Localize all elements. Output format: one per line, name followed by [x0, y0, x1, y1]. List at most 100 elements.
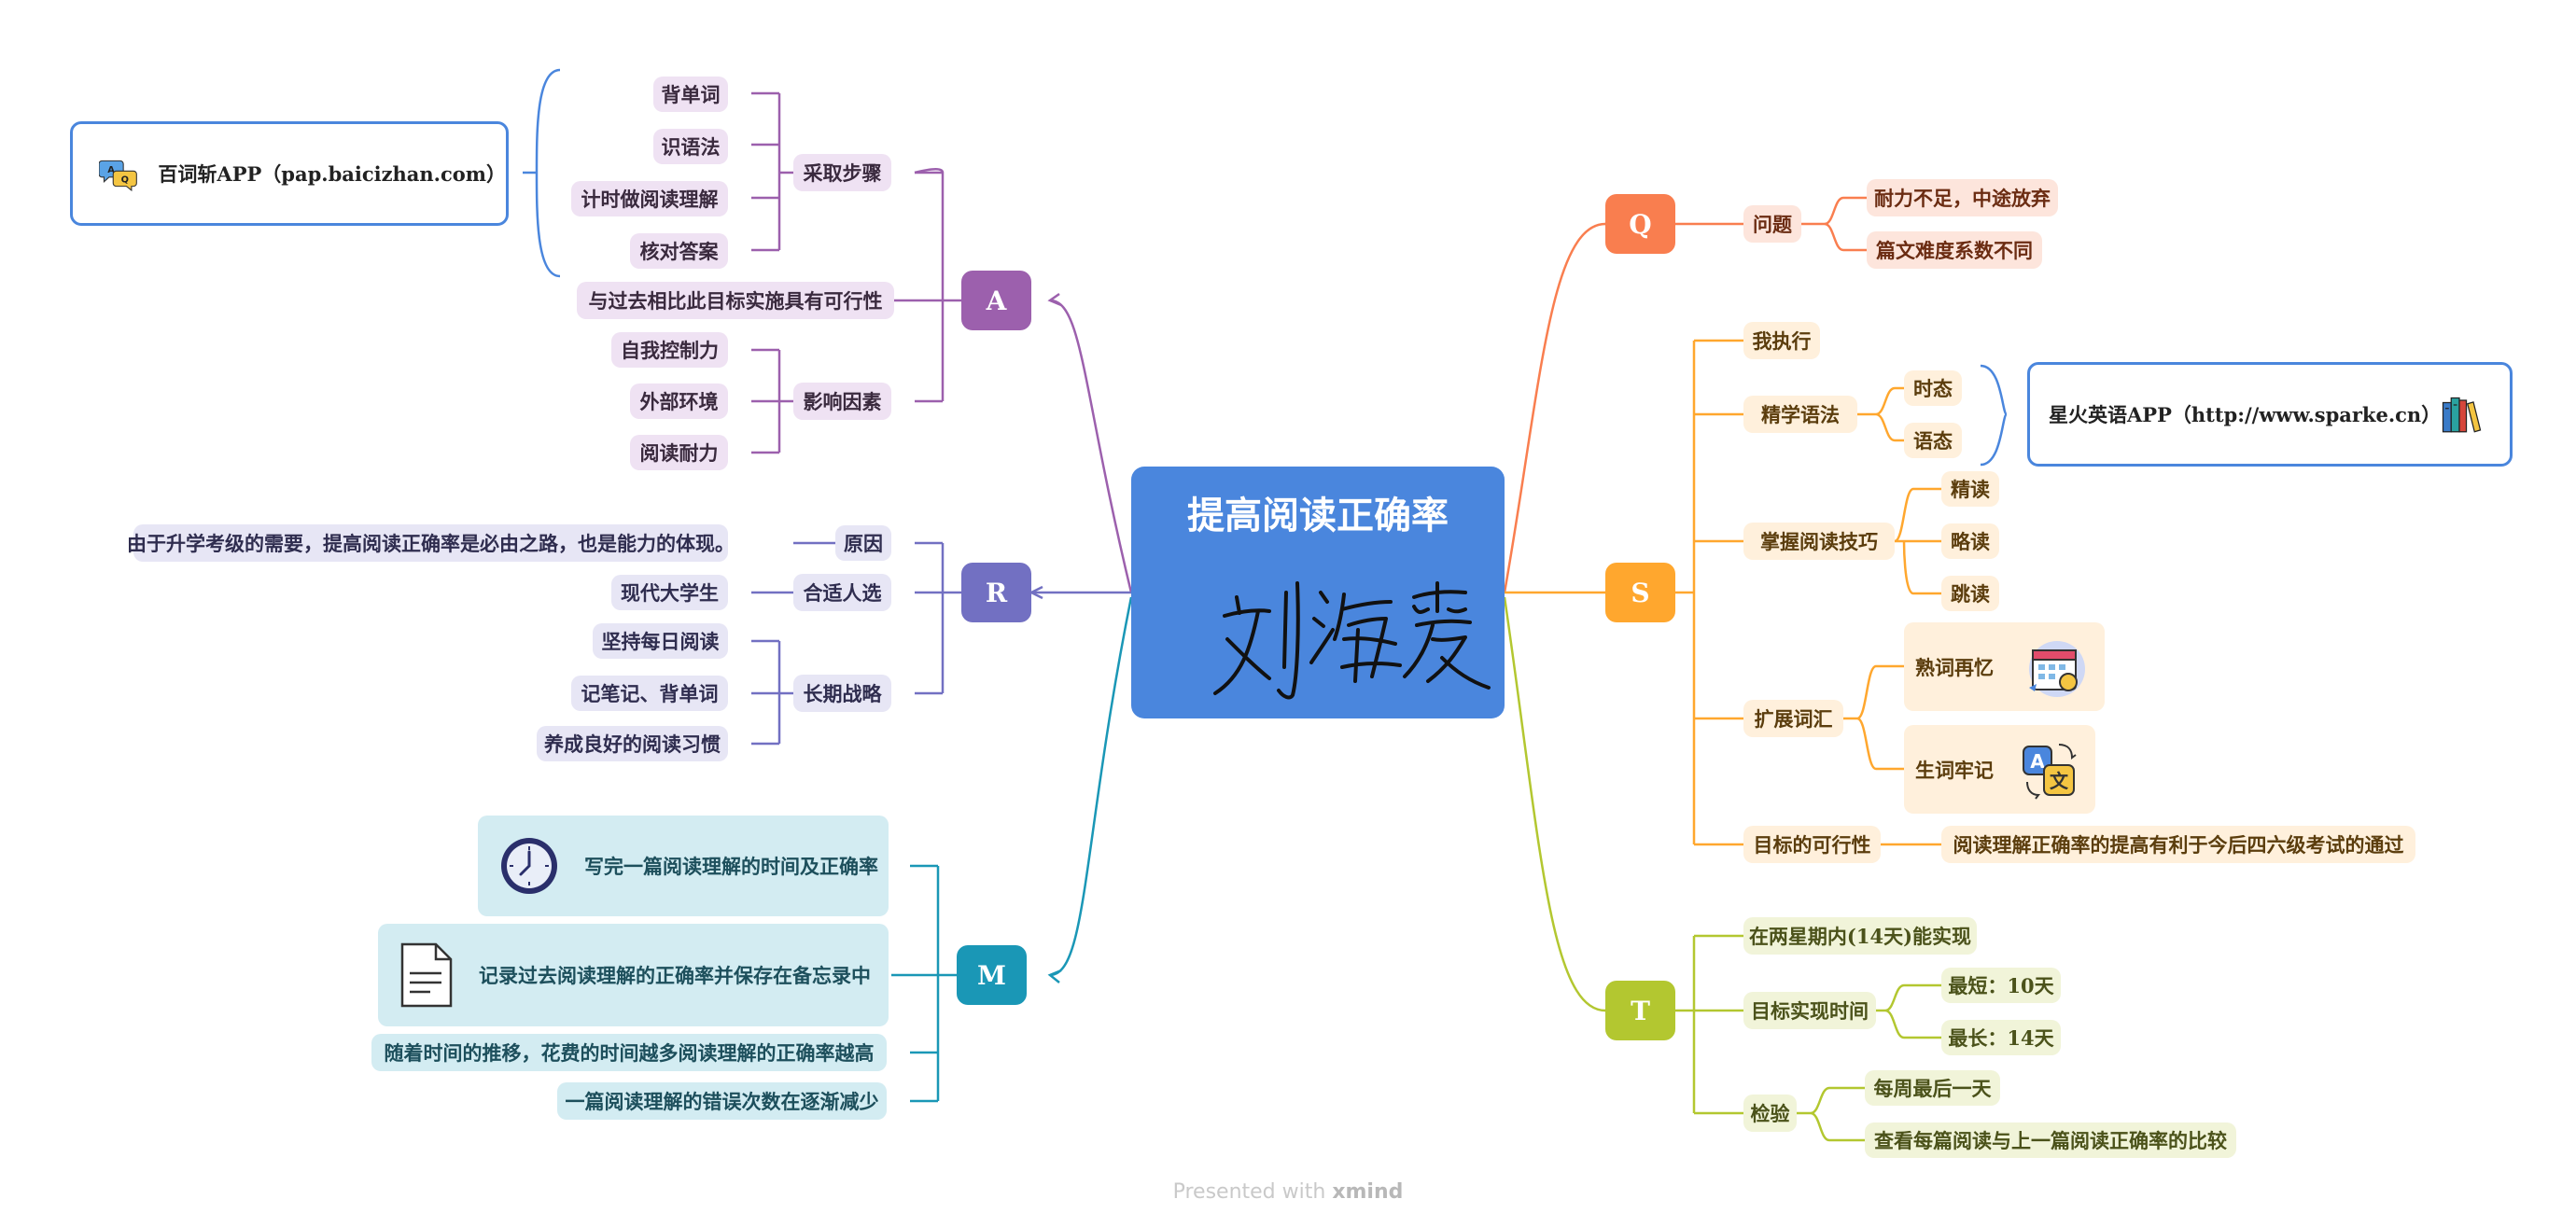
branch-r-label: R — [985, 577, 1008, 608]
r-reason-item[interactable]: 由于升学考级的需要，提高阅读正确率是必由之路，也是能力的体现。 — [127, 524, 735, 562]
branch-r[interactable]: R — [961, 563, 1031, 622]
s-feasible-label: 目标的可行性 — [1753, 833, 1871, 857]
q-problem-item[interactable]: 耐力不足，中途放弃 — [1867, 179, 2058, 216]
s-grammar-item[interactable]: 时态 — [1904, 370, 1962, 406]
q-problem-text: 篇文难度系数不同 — [1876, 239, 2033, 262]
a-step-item[interactable]: 识语法 — [653, 129, 728, 164]
a-step-label: 识语法 — [661, 135, 721, 159]
a-factors-topic[interactable]: 影响因素 — [793, 383, 891, 420]
s-execute-topic[interactable]: 我执行 — [1743, 322, 1820, 359]
r-strategy-topic[interactable]: 长期战略 — [793, 675, 891, 712]
branch-t-label: T — [1631, 995, 1650, 1026]
a-step-label: 计时做阅读理解 — [581, 188, 719, 211]
a-steps-topic[interactable]: 采取步骤 — [793, 154, 891, 191]
qa-chat-icon: A Q — [99, 160, 137, 192]
q-problem-item[interactable]: 篇文难度系数不同 — [1867, 231, 2042, 269]
s-feasible-topic[interactable]: 目标的可行性 — [1743, 826, 1881, 863]
calendar-icon — [2029, 640, 2085, 697]
s-vocab-item[interactable]: 熟词再忆 — [1904, 622, 2105, 711]
a-step-item[interactable]: 背单词 — [653, 77, 728, 112]
s-grammar-topic[interactable]: 精学语法 — [1743, 396, 1857, 433]
r-strategy-item[interactable]: 养成良好的阅读习惯 — [537, 726, 728, 761]
a-feasible-topic[interactable]: 与过去相比此目标实施具有可行性 — [577, 282, 894, 319]
a-step-item[interactable]: 核对答案 — [630, 233, 728, 269]
s-skill-item[interactable]: 精读 — [1941, 471, 1999, 507]
s-vocab-label: 扩展词汇 — [1754, 707, 1833, 731]
r-people-item[interactable]: 现代大学生 — [611, 575, 728, 610]
a-steps-label: 采取步骤 — [803, 161, 882, 185]
s-vocab-item[interactable]: 生词牢记 A 文 — [1904, 725, 2095, 814]
a-factor-item[interactable]: 阅读耐力 — [630, 435, 728, 470]
t-time-topic[interactable]: 目标实现时间 — [1743, 992, 1876, 1029]
a-factor-item[interactable]: 外部环境 — [630, 383, 728, 419]
s-grammar-item[interactable]: 语态 — [1904, 423, 1962, 458]
s-feasible-text: 阅读理解正确率的提高有利于今后四六级考试的通过 — [1953, 833, 2404, 857]
m-measure-text: 一篇阅读理解的错误次数在逐渐减少 — [565, 1090, 879, 1113]
t-check-text: 每周最后一天 — [1873, 1077, 1992, 1100]
t-time-item[interactable]: 最短：10天 — [1941, 968, 2061, 1003]
branch-t[interactable]: T — [1605, 981, 1675, 1040]
r-people-text: 现代大学生 — [621, 581, 719, 605]
branch-q[interactable]: Q — [1605, 194, 1675, 254]
footer-brand: xmind — [1332, 1180, 1404, 1204]
a-step-item[interactable]: 计时做阅读理解 — [571, 181, 728, 216]
t-check-item[interactable]: 每周最后一天 — [1865, 1070, 2000, 1106]
t-check-text: 查看每篇阅读与上一篇阅读正确率的比较 — [1874, 1129, 2227, 1152]
r-reason-label: 原因 — [844, 532, 883, 555]
s-skill-text: 跳读 — [1951, 582, 1990, 606]
t-check-topic[interactable]: 检验 — [1743, 1095, 1797, 1132]
t-time-label: 目标实现时间 — [1751, 999, 1869, 1023]
branch-s[interactable]: S — [1605, 563, 1675, 622]
svg-text:A: A — [2030, 750, 2045, 773]
baicizhan-text: 百词斩APP（pap.baicizhan.com） — [158, 162, 506, 186]
r-people-topic[interactable]: 合适人选 — [793, 574, 891, 611]
m-measure-text: 记录过去阅读理解的正确率并保存在备忘录中 — [479, 964, 871, 987]
a-feasible-label: 与过去相比此目标实施具有可行性 — [588, 289, 883, 313]
s-skill-item[interactable]: 跳读 — [1941, 576, 1999, 611]
m-measure-text: 写完一篇阅读理解的时间及正确率 — [584, 855, 878, 878]
s-vocab-text: 熟词再忆 — [1915, 655, 1994, 679]
r-strategy-text: 养成良好的阅读习惯 — [544, 732, 721, 756]
a-step-label: 背单词 — [661, 83, 721, 106]
a-step-label: 核对答案 — [639, 240, 719, 263]
r-strategy-text: 坚持每日阅读 — [601, 630, 720, 653]
footer-credit: Presented with xmind — [0, 1180, 2576, 1204]
t-time-item[interactable]: 最长：14天 — [1941, 1020, 2061, 1055]
r-strategy-text: 记笔记、背单词 — [581, 682, 719, 705]
baicizhan-callout[interactable]: A Q 百词斩APP（pap.baicizhan.com） — [70, 121, 509, 226]
t-check-label: 检验 — [1750, 1102, 1790, 1125]
r-strategy-item[interactable]: 记笔记、背单词 — [571, 676, 728, 711]
r-strategy-item[interactable]: 坚持每日阅读 — [593, 623, 728, 659]
a-factor-label: 外部环境 — [639, 390, 719, 413]
m-measure-item[interactable]: 随着时间的推移，花费的时间越多阅读理解的正确率越高 — [371, 1034, 887, 1071]
s-skill-text: 略读 — [1951, 530, 1990, 553]
a-factor-label: 阅读耐力 — [639, 441, 719, 465]
t-time-text: 最长：14天 — [1948, 1026, 2054, 1050]
s-skill-text: 精读 — [1951, 478, 1990, 501]
a-factor-item[interactable]: 自我控制力 — [611, 332, 728, 368]
s-skill-item[interactable]: 略读 — [1941, 523, 1999, 559]
branch-q-label: Q — [1629, 208, 1652, 240]
clock-icon — [501, 838, 557, 894]
branch-m-label: M — [977, 959, 1006, 991]
sparke-text: 星火英语APP（http://www.sparke.cn） — [2049, 403, 2442, 426]
footer-prefix: Presented with — [1172, 1180, 1333, 1204]
branch-a[interactable]: A — [961, 271, 1031, 330]
s-vocab-topic[interactable]: 扩展词汇 — [1743, 700, 1843, 737]
m-measure-item[interactable]: 记录过去阅读理解的正确率并保存在备忘录中 — [378, 924, 889, 1026]
m-measure-item[interactable]: 一篇阅读理解的错误次数在逐渐减少 — [557, 1082, 887, 1120]
branch-m[interactable]: M — [957, 945, 1027, 1005]
t-check-item[interactable]: 查看每篇阅读与上一篇阅读正确率的比较 — [1865, 1122, 2236, 1158]
r-reason-topic[interactable]: 原因 — [835, 525, 891, 561]
s-grammar-label: 精学语法 — [1761, 403, 1840, 426]
s-grammar-text: 语态 — [1913, 429, 1953, 453]
t-achieve-topic[interactable]: 在两星期内(14天)能实现 — [1743, 917, 1977, 955]
s-skills-topic[interactable]: 掌握阅读技巧 — [1743, 523, 1895, 560]
sparke-callout[interactable]: 星火英语APP（http://www.sparke.cn） — [2027, 362, 2513, 467]
r-people-label: 合适人选 — [803, 581, 882, 605]
q-problem-topic[interactable]: 问题 — [1743, 205, 1801, 243]
s-feasible-item[interactable]: 阅读理解正确率的提高有利于今后四六级考试的通过 — [1941, 826, 2415, 863]
m-measure-item[interactable]: 写完一篇阅读理解的时间及正确率 — [478, 816, 889, 916]
